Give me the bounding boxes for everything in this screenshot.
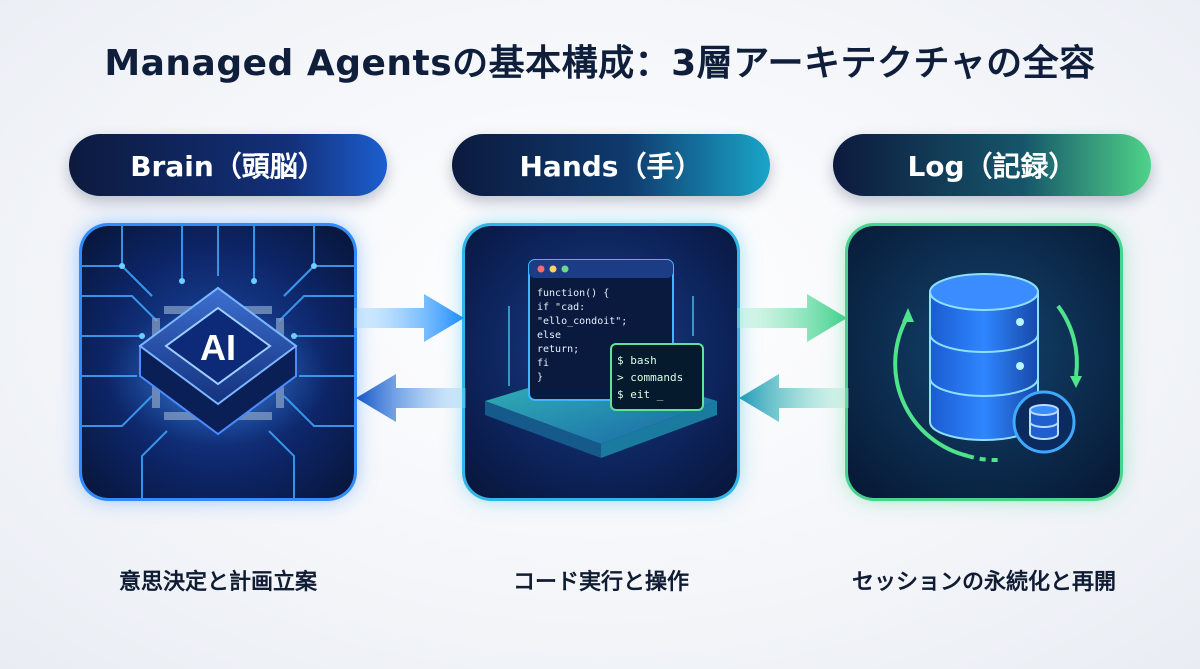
brain-card: AI (82, 226, 354, 498)
hands-caption: コード実行と操作 (512, 570, 689, 595)
log-card (848, 226, 1120, 498)
code-line: return; (537, 344, 579, 355)
ai-chip-text: AI (200, 327, 236, 368)
arrow-right-icon (737, 294, 847, 342)
code-line: function() { (537, 288, 609, 299)
brain-label: Brain（頭脳） (69, 134, 387, 196)
database-icon (848, 226, 1120, 498)
code-line: fi (537, 358, 549, 369)
terminal-line: $ bash (617, 354, 657, 367)
page-title: Managed Agentsの基本構成：3層アーキテクチャの全容 (104, 43, 1096, 84)
terminal-line: $ eit _ (617, 388, 664, 401)
log-caption: セッションの永続化と再開 (851, 570, 1116, 595)
code-window-icon: function() { if "cad: "ello_condoit"; el… (465, 226, 737, 498)
code-line: else (537, 330, 561, 341)
code-line: } (537, 372, 543, 383)
hands-card: function() { if "cad: "ello_condoit"; el… (465, 226, 737, 498)
arrow-left-icon (356, 374, 466, 422)
code-line: "ello_condoit"; (537, 316, 627, 327)
brain-caption: 意思決定と計画立案 (118, 570, 317, 595)
arrow-left-icon (739, 374, 849, 422)
code-line: if "cad: (537, 302, 585, 313)
terminal-line: > commands (617, 371, 683, 384)
arrow-right-icon (354, 294, 464, 342)
hands-label: Hands（手） (452, 134, 770, 196)
ai-chip-icon: AI (82, 226, 354, 498)
log-label: Log（記録） (833, 134, 1151, 196)
